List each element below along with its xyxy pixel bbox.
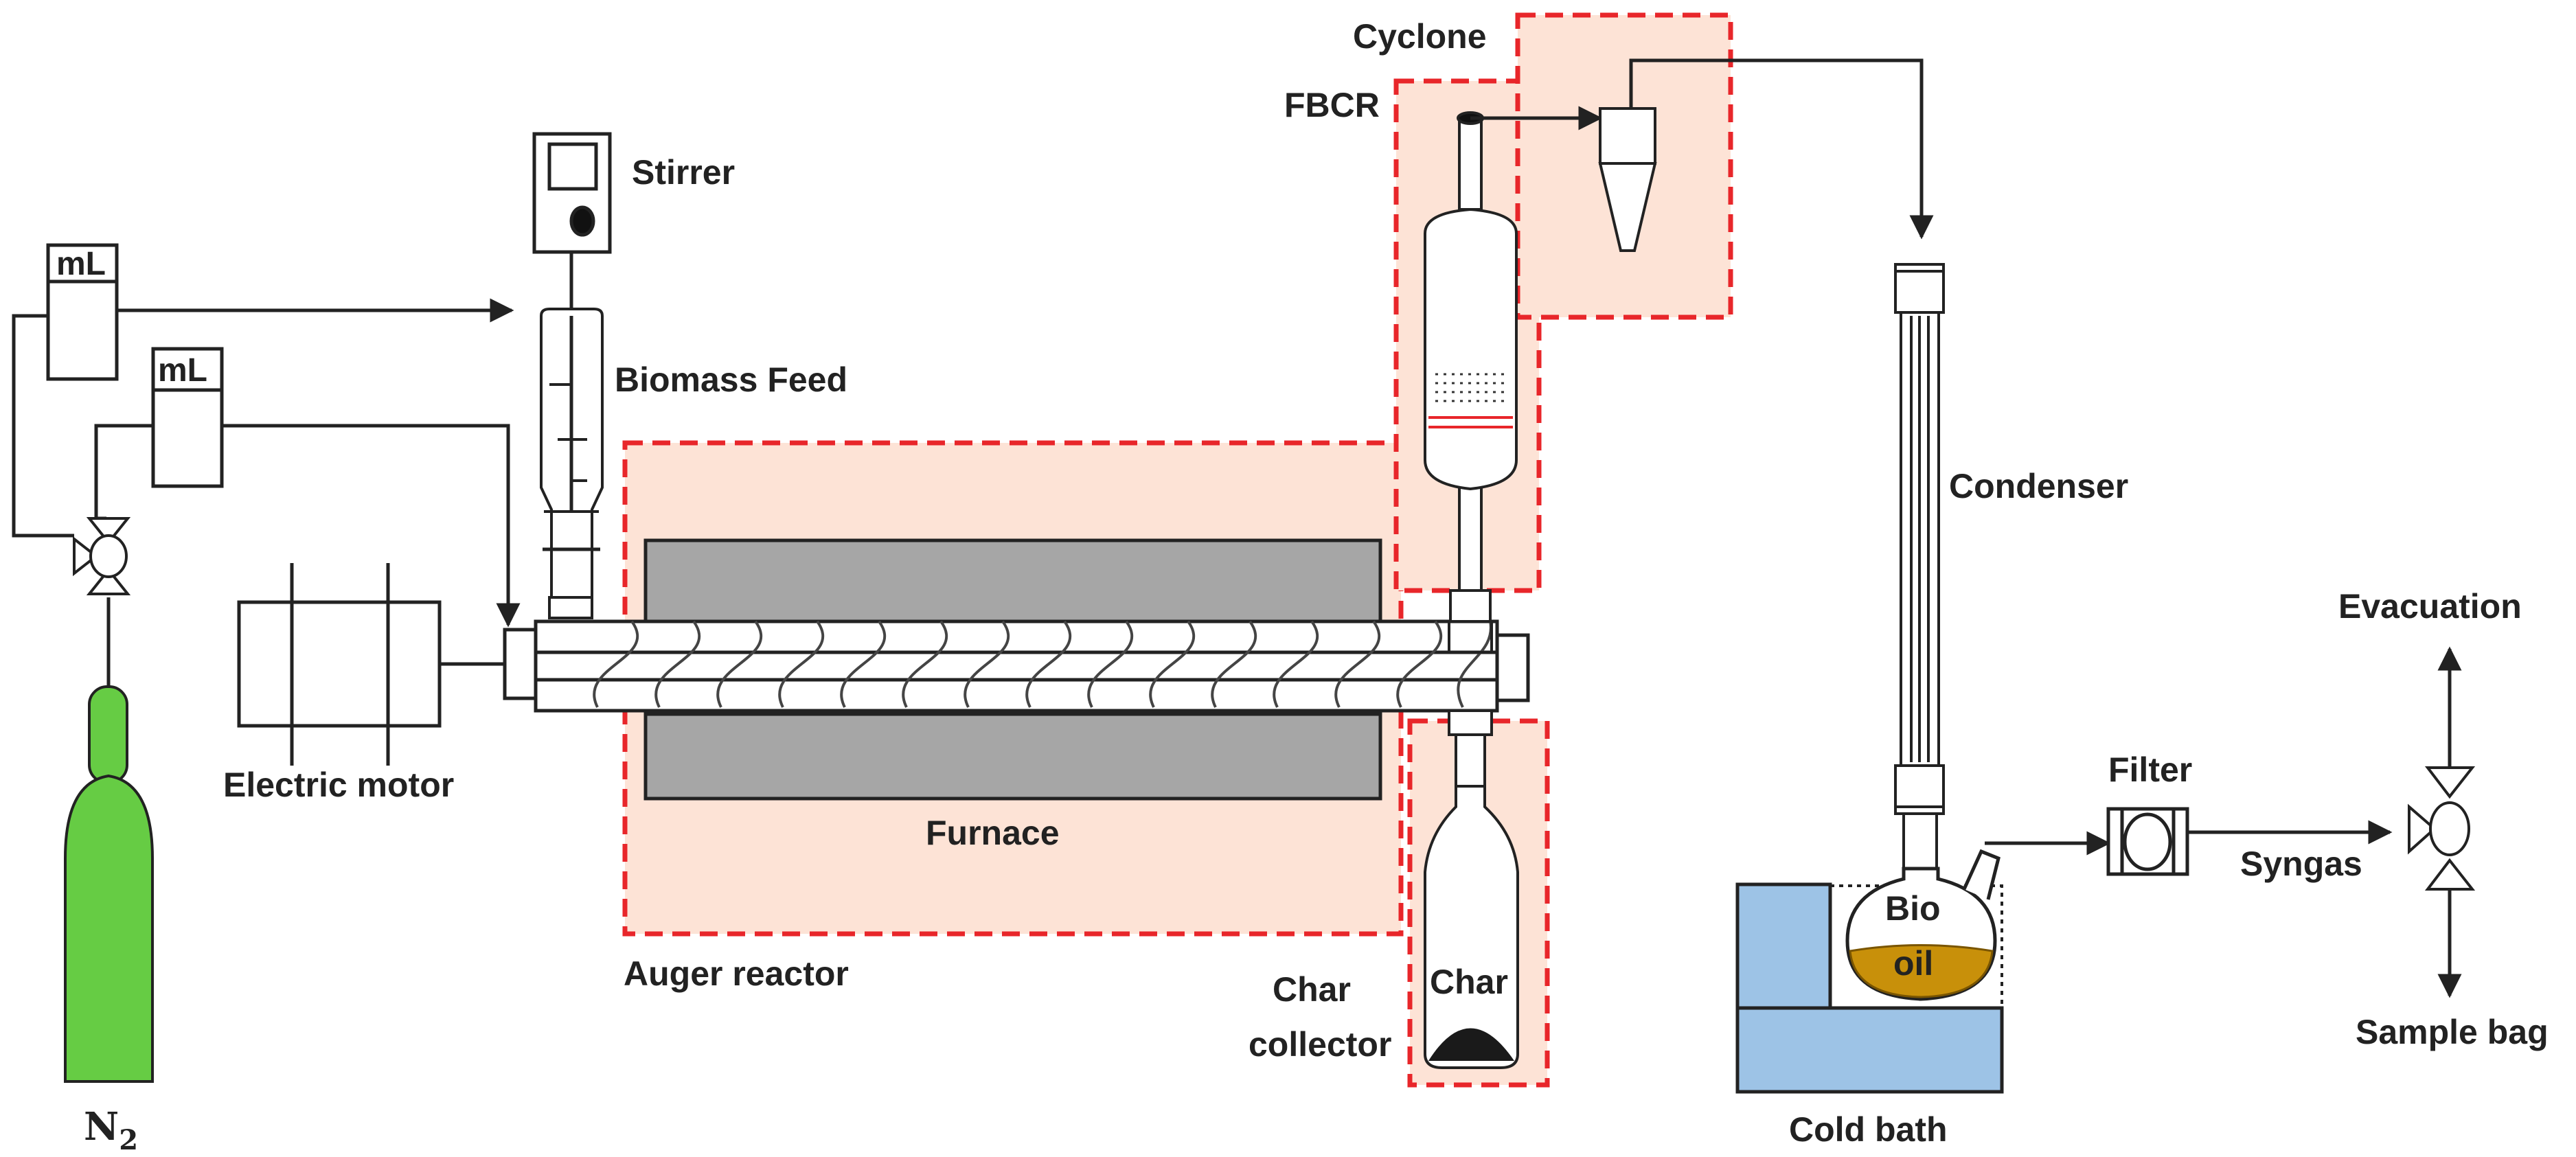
n2-label: N2 — [84, 1104, 138, 1156]
biomass-feed-hopper — [540, 308, 604, 619]
furnace-label: Furnace — [926, 814, 1060, 852]
stirrer — [532, 132, 612, 316]
char-pile — [1428, 1028, 1514, 1061]
auger-tube — [503, 619, 1530, 713]
cold-bath-side — [1735, 882, 1832, 1010]
oil-label: oil — [1893, 944, 1933, 983]
stirrer-label: Stirrer — [632, 153, 735, 192]
n2-cylinder: N2 — [64, 685, 154, 1156]
syngas-label: Syngas — [2240, 845, 2362, 883]
sample-bag-label: Sample bag — [2356, 1013, 2549, 1051]
auger-screw — [593, 620, 1492, 708]
biomass-feed-label: Biomass Feed — [615, 360, 847, 399]
electric-motor — [237, 563, 506, 766]
electric-motor-label: Electric motor — [223, 766, 454, 804]
char-collector — [1424, 709, 1519, 1069]
condenser-label: Condenser — [1949, 467, 2128, 505]
bio-label: Bio — [1885, 889, 1941, 928]
furnace — [643, 538, 1382, 801]
fbcr-bed — [1428, 373, 1513, 428]
flowmeter-2-label: mL — [158, 352, 207, 389]
condenser — [1894, 263, 1945, 870]
auger-reactor-label: Auger reactor — [624, 954, 849, 993]
evacuation-label: Evacuation — [2338, 587, 2522, 626]
filter-label: Filter — [2108, 751, 2192, 789]
filter — [2106, 807, 2189, 876]
flowmeter-2: mL — [151, 347, 224, 488]
flowmeter-1: mL — [46, 243, 119, 381]
bio-oil-flask — [1845, 849, 2001, 1001]
furnace-upper — [643, 538, 1382, 627]
three-way-valve — [73, 517, 131, 595]
cyclone — [1598, 107, 1657, 252]
cyclone-to-condenser-line — [1629, 58, 1934, 240]
cold-bath-label: Cold bath — [1789, 1110, 1948, 1149]
output-valve — [2408, 766, 2476, 891]
cold-bath — [1735, 882, 2004, 1094]
gas-feed — [12, 298, 521, 687]
cold-bath-base — [1735, 1006, 2004, 1094]
furnace-lower — [643, 712, 1382, 801]
char-collector-label-line1: Char — [1273, 970, 1351, 1009]
cyclone-label: Cyclone — [1353, 17, 1487, 56]
flowmeter-1-label: mL — [56, 246, 106, 282]
fbcr-label: FBCR — [1284, 86, 1380, 124]
char-label: Char — [1430, 963, 1508, 1001]
fbcr-column — [1424, 111, 1518, 654]
char-collector-label-line2: collector — [1249, 1025, 1391, 1064]
